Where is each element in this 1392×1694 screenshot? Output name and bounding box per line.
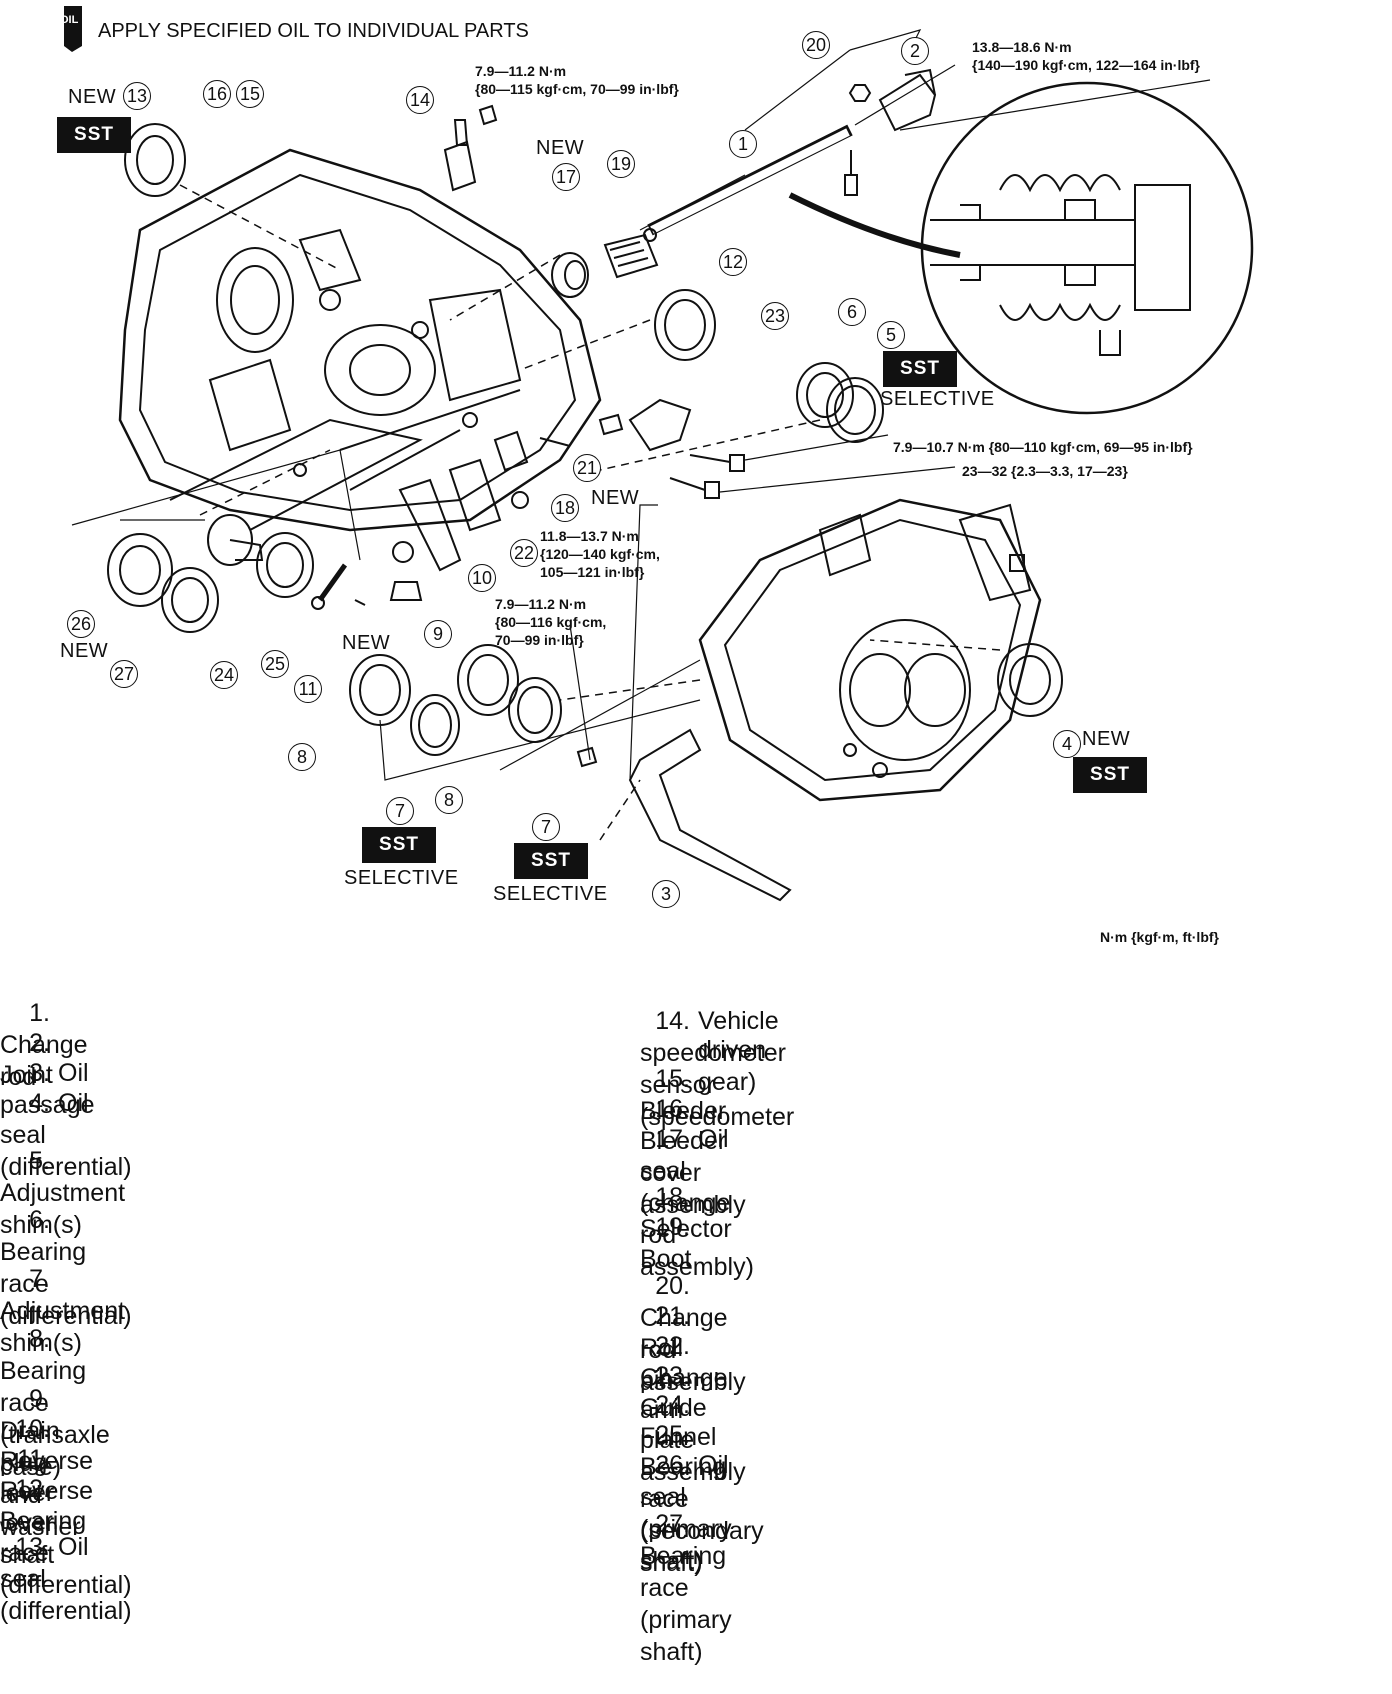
- callout-2: 2: [901, 37, 929, 65]
- legend-item: 7.Adjustment shim(s): [0, 1265, 126, 1357]
- legend-item: 19.Boot: [640, 1213, 692, 1273]
- legend-item: 8.Bearing race (transaxle case): [0, 1325, 110, 1481]
- callout-24: 24: [210, 661, 238, 689]
- torque-spec-2: 13.8—18.6 N·m {140—190 kgf·cm, 122—164 i…: [972, 39, 1200, 73]
- selective-label: SELECTIVE: [493, 883, 608, 905]
- detail-inset: [920, 81, 1254, 415]
- new-label: NEW: [591, 487, 640, 509]
- legend-item: 13.Oil seal (differential): [0, 1533, 132, 1625]
- sst-badge: SST: [883, 351, 957, 387]
- sst-badge: SST: [514, 843, 588, 879]
- oil-note: APPLY SPECIFIED OIL TO INDIVIDUAL PARTS: [98, 20, 529, 42]
- selective-label: SELECTIVE: [344, 867, 459, 889]
- legend-item: 22.Change arm: [640, 1332, 728, 1424]
- transaxle-drawing: [71, 29, 1254, 902]
- legend-item: 1.Change rod: [0, 999, 88, 1091]
- new-label: NEW: [536, 137, 585, 159]
- callout-20: 20: [802, 31, 830, 59]
- callout-6: 6: [838, 298, 866, 326]
- callout-17: 17: [552, 163, 580, 191]
- new-label: NEW: [60, 640, 109, 662]
- torque-spec-14: 7.9—11.2 N·m {80—115 kgf·cm, 70—99 in·lb…: [475, 63, 679, 97]
- legend-item: 21.Roll pin: [640, 1302, 690, 1394]
- callout-18: 18: [551, 494, 579, 522]
- legend-item: 16.Bleeder cover assembly: [640, 1095, 746, 1219]
- legend-item: 17.Oil seal (change rod assembly): [640, 1125, 754, 1281]
- legend-item: 9.Drain plug and washer: [0, 1385, 81, 1541]
- callout-11: 11: [294, 675, 322, 703]
- legend-item: 24.Funnel: [640, 1391, 717, 1451]
- units-note: N·m {kgf·m, ft·lbf}: [1100, 929, 1219, 945]
- sst-badge: SST: [57, 117, 131, 153]
- torque-spec-22: 11.8—13.7 N·m {120—140 kgf·cm, 105—121 i…: [540, 528, 660, 580]
- legend-item: 26.Oil seal (primary shaft): [640, 1451, 732, 1575]
- callout-19: 19: [607, 150, 635, 178]
- sst-badge: SST: [1073, 757, 1147, 793]
- clutch-housing-case: [118, 148, 602, 532]
- legend-item: 11.Reverse lever shaft: [0, 1445, 94, 1569]
- selective-label: SELECTIVE: [880, 388, 995, 410]
- legend-item: 4.Oil seal (differential): [0, 1089, 132, 1181]
- transaxle-case: [698, 498, 1042, 802]
- callout-9: 9: [424, 620, 452, 648]
- torque-spec-23a: 7.9—10.7 N·m {80—110 kgf·cm, 69—95 in·lb…: [893, 439, 1193, 455]
- callout-4: 4: [1053, 730, 1081, 758]
- callout-5: 5: [877, 321, 905, 349]
- callout-7: 7: [532, 813, 560, 841]
- callout-8: 8: [435, 786, 463, 814]
- legend-item: 23.Guide plate assembly: [640, 1362, 746, 1486]
- callout-3: 3: [652, 880, 680, 908]
- legend-item: 10.Reverse lever: [0, 1415, 94, 1507]
- new-label: NEW: [342, 632, 391, 654]
- legend-item: 5.Adjustment shim(s): [0, 1147, 126, 1239]
- callout-23: 23: [761, 302, 789, 330]
- legend-item: 27.Bearing race (primary shaft): [640, 1510, 732, 1666]
- legend-item: 3.Oil passage: [0, 1059, 95, 1119]
- legend-item: 18.Selector: [640, 1183, 732, 1243]
- legend-item: 14.Vehicle speedometer sensor (speedomet…: [640, 1007, 795, 1131]
- callout-8: 8: [288, 743, 316, 771]
- callout-7: 7: [386, 797, 414, 825]
- callout-10: 10: [468, 564, 496, 592]
- legend-item-continued: driven gear): [698, 1036, 767, 1096]
- legend-item: 20.Change rod assembly: [640, 1272, 746, 1396]
- callout-21: 21: [573, 454, 601, 482]
- legend-item: 2.Joint: [0, 1029, 53, 1089]
- callout-1: 1: [729, 130, 757, 158]
- callout-27: 27: [110, 660, 138, 688]
- oil-icon-label: OIL: [60, 14, 79, 26]
- oil-can-icon: [64, 6, 82, 52]
- callout-26: 26: [67, 610, 95, 638]
- sst-badge: SST: [362, 827, 436, 863]
- callout-25: 25: [261, 650, 289, 678]
- callout-22: 22: [510, 539, 538, 567]
- new-label: NEW: [68, 86, 117, 108]
- legend-item: 12.Bearing race (differential): [0, 1475, 132, 1599]
- exploded-diagram: OIL APPLY SPECIFIED OIL TO INDIVIDUAL PA…: [57, 6, 1254, 945]
- torque-spec-23b: 23—32 {2.3—3.3, 17—23}: [962, 463, 1128, 479]
- torque-spec-9: 7.9—11.2 N·m {80—116 kgf·cm, 70—99 in·lb…: [495, 596, 607, 648]
- callout-14: 14: [406, 86, 434, 114]
- callout-13: 13: [123, 82, 151, 110]
- legend-item: 25.Bearing race (secondary shaft): [640, 1421, 764, 1577]
- new-label: NEW: [1082, 728, 1131, 750]
- legend-item: 15.Bleeder: [640, 1065, 727, 1125]
- callout-15: 15: [236, 80, 264, 108]
- legend-item: 6.Bearing race (differential): [0, 1206, 132, 1330]
- callout-16: 16: [203, 80, 231, 108]
- callout-12: 12: [719, 248, 747, 276]
